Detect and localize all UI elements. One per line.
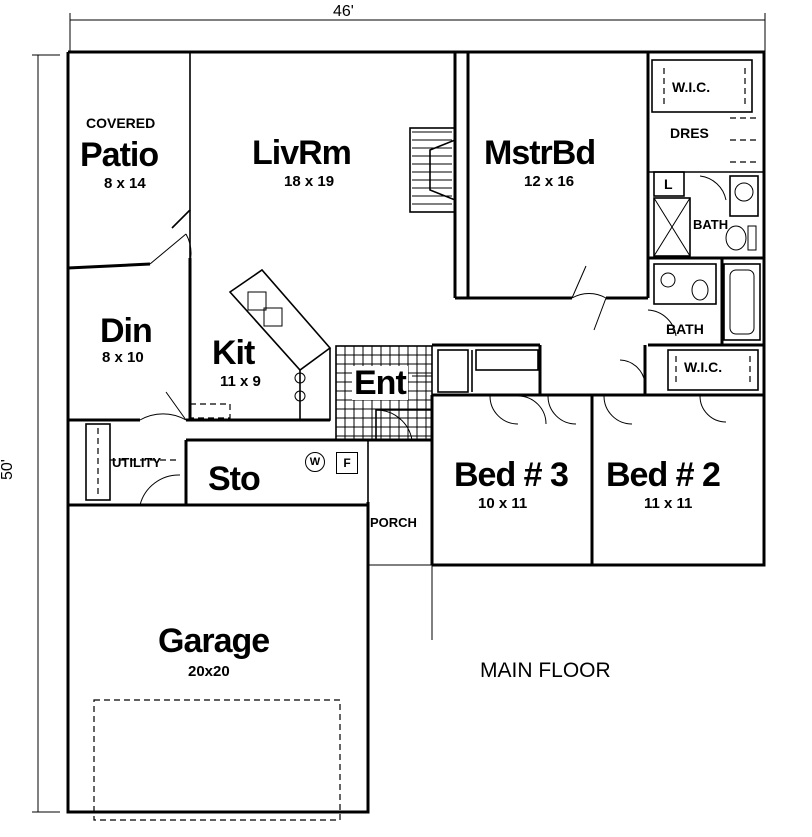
hall-bath-label: BATH <box>666 321 704 337</box>
dimension-lines <box>32 13 766 813</box>
furnace-symbol: F <box>336 452 358 474</box>
bed3-name: Bed # 3 <box>454 456 569 494</box>
garage-size: 20x20 <box>188 663 230 680</box>
dining-door <box>139 391 187 421</box>
floor-caption: MAIN FLOOR <box>480 659 611 682</box>
utility-storage <box>85 423 369 506</box>
dining-room-size: 8 x 10 <box>102 349 144 366</box>
kitchen-counters <box>189 268 332 421</box>
master-bedroom-size: 12 x 16 <box>524 173 575 190</box>
dining-room-name: Din <box>100 312 153 350</box>
patio-name: Patio <box>80 136 159 174</box>
exterior-walls <box>66 50 766 814</box>
bed2-name: Bed # 2 <box>606 456 721 494</box>
washer-symbol: W <box>305 452 325 472</box>
bed2-wic-label: W.I.C. <box>684 359 723 375</box>
kitchen-size: 11 x 9 <box>220 373 261 390</box>
hall-bath-fixtures <box>647 263 761 341</box>
patio-size: 8 x 14 <box>104 175 146 192</box>
depth-dimension-label: 50' <box>0 459 16 480</box>
width-dimension-label: 46' <box>333 3 354 20</box>
master-bedroom-name: MstrBd <box>484 134 596 172</box>
bed3-size: 10 x 11 <box>478 495 528 512</box>
porch-label: PORCH <box>370 515 417 530</box>
bed2-size: 11 x 11 <box>644 495 693 512</box>
bed-closets <box>437 349 759 425</box>
master-closets <box>648 59 764 257</box>
master-door <box>571 265 607 331</box>
master-wic-label: W.I.C. <box>672 79 711 95</box>
patio-prefix-label: COVERED <box>86 115 156 131</box>
garage-name: Garage <box>158 622 270 660</box>
dresser-label: DRES <box>670 125 709 141</box>
garage-door <box>93 699 341 821</box>
kitchen-name: Kit <box>212 334 255 372</box>
master-bath-label: BATH <box>693 217 729 232</box>
patio-walls <box>67 52 192 270</box>
living-room-size: 18 x 19 <box>284 173 335 190</box>
storage-name: Sto <box>208 460 261 498</box>
utility-label: UTILITY <box>112 455 162 470</box>
living-room-name: LivRm <box>252 134 352 172</box>
linen-label: L <box>664 176 673 192</box>
fireplace <box>409 127 456 213</box>
entry-name: Ent <box>352 364 408 402</box>
